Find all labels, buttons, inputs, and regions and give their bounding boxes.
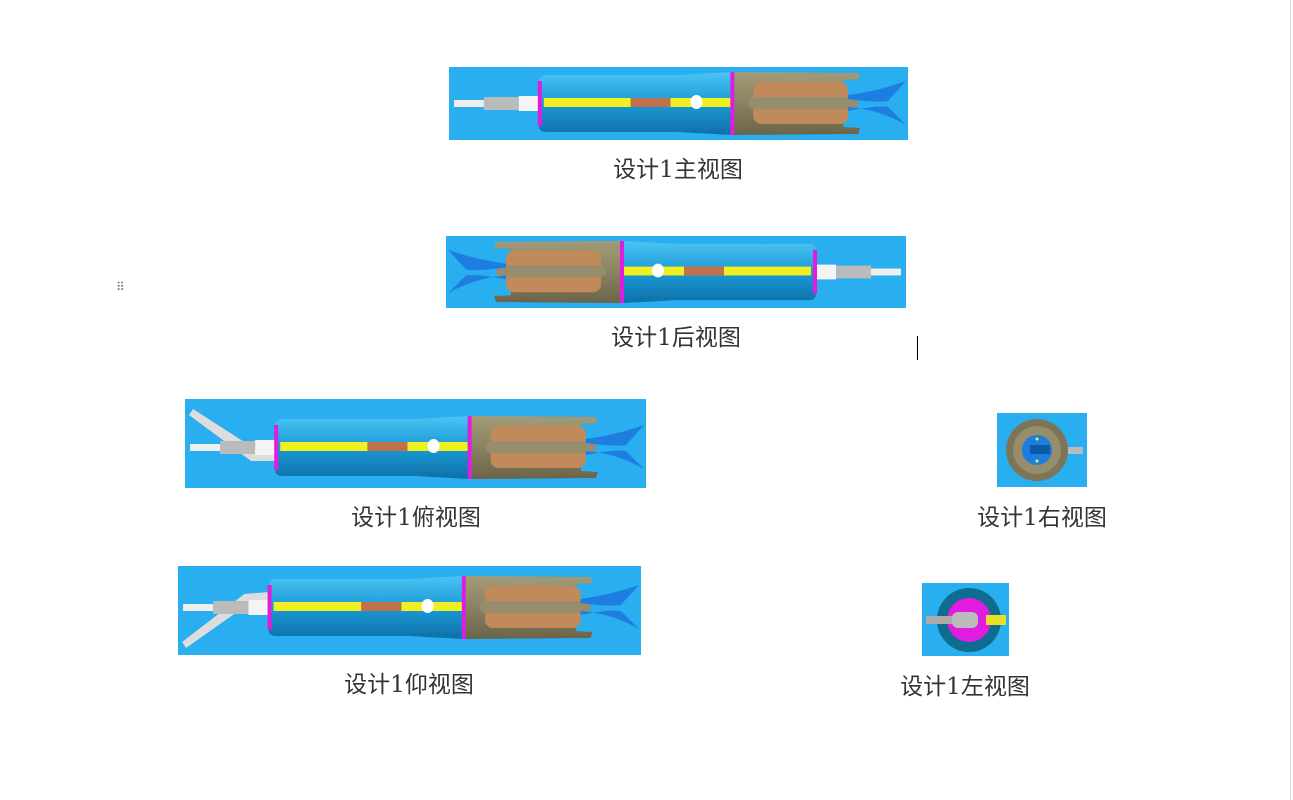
bottom-view-caption: 设计1仰视图 [344,672,474,698]
left-view-caption: 设计1左视图 [900,674,1030,700]
text-cursor [917,336,918,360]
drag-handle-icon[interactable]: ⠿ [116,280,125,294]
front-view-caption: 设计1主视图 [613,157,743,183]
rear-view-image [446,236,906,308]
right-view-image [997,413,1087,487]
rear-view-caption: 设计1后视图 [611,325,741,351]
page-edge [1290,0,1291,800]
top-view-caption: 设计1俯视图 [351,505,481,531]
right-view-caption: 设计1右视图 [977,505,1107,531]
bottom-view-image [178,566,641,655]
left-view-image [922,583,1009,656]
front-view-image [449,67,908,140]
top-view-image [185,399,646,488]
